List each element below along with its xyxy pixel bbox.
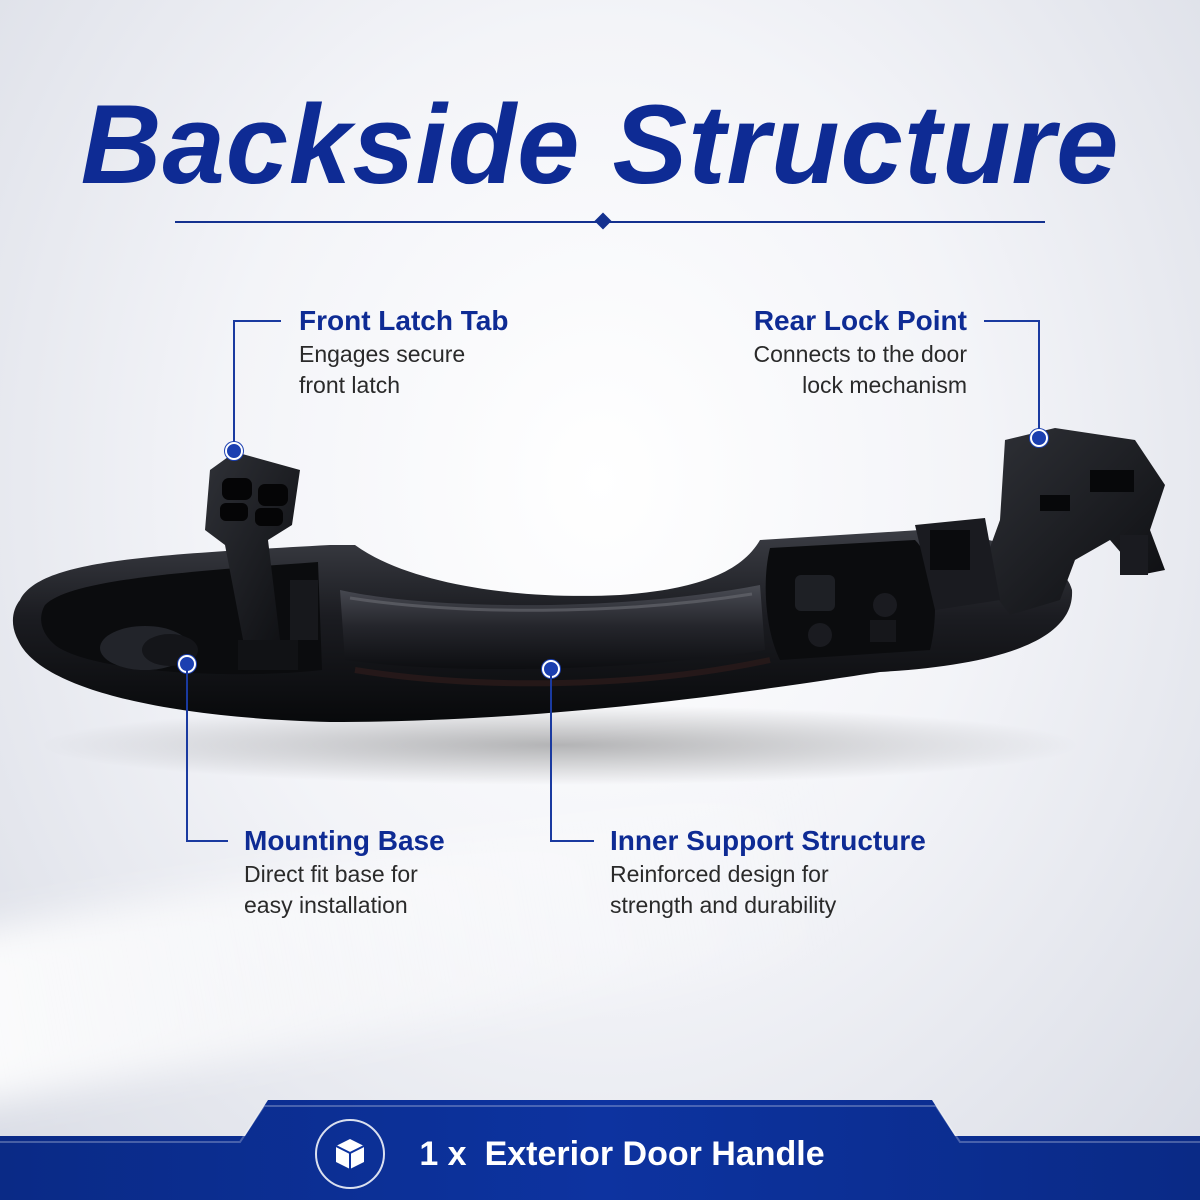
box-icon — [315, 1119, 386, 1189]
callout-description: Connects to the door lock mechanism — [753, 341, 967, 398]
callout-rear-lock-point: Rear Lock Point Connects to the door loc… — [753, 303, 967, 401]
footer-band — [0, 1100, 1200, 1200]
callout-inner-support-structure: Inner Support Structure Reinforced desig… — [610, 823, 926, 921]
callout-description: Direct fit base for easy installation — [244, 861, 418, 918]
footer-quantity: 1 x — [419, 1134, 467, 1173]
rear-lock-leader-vertical — [1038, 320, 1040, 434]
inner-support-leader-vertical — [550, 675, 552, 841]
front-latch-leader-horizontal — [233, 320, 281, 322]
rear-lock-leader-horizontal — [984, 320, 1040, 322]
front-latch-marker-dot — [225, 442, 243, 460]
callout-description: Engages secure front latch — [299, 341, 466, 398]
callout-front-latch-tab: Front Latch Tab Engages secure front lat… — [299, 303, 508, 401]
mounting-base-leader-vertical — [186, 670, 188, 841]
callout-title: Mounting Base — [244, 825, 445, 856]
page-title: Backside Structure — [80, 82, 1120, 207]
inner-support-leader-horizontal — [550, 840, 594, 842]
front-latch-leader-vertical — [233, 320, 235, 448]
mounting-base-leader-horizontal — [186, 840, 228, 842]
callout-title: Rear Lock Point — [753, 305, 967, 336]
footer-item-name: Exterior Door Handle — [484, 1134, 825, 1173]
callout-title: Inner Support Structure — [610, 825, 926, 856]
callout-mounting-base: Mounting Base Direct fit base for easy i… — [244, 823, 445, 921]
callout-title: Front Latch Tab — [299, 305, 509, 336]
footer-content: 1 x Exterior Door Handle — [0, 1108, 1200, 1200]
callout-description: Reinforced design for strength and durab… — [610, 861, 837, 918]
rear-lock-marker-dot — [1030, 429, 1048, 447]
